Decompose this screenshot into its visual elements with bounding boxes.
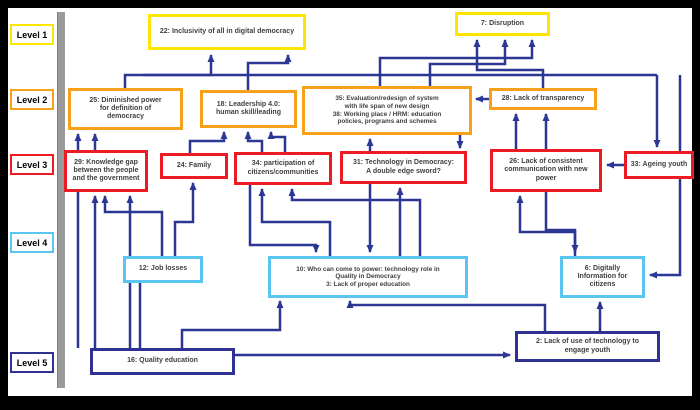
node-31-technology-democracy: 31: Technology in Democracy: A double ed… [340, 151, 467, 184]
level-4-label: Level 4 [10, 232, 54, 253]
node-26-communication: 26: Lack of consistent communication wit… [490, 149, 602, 192]
node-line: 3: Lack of proper education [326, 280, 410, 288]
node-line: 33: Ageing youth [630, 160, 688, 168]
node-line: communication with new [504, 166, 588, 174]
node-10-3-power-education: 10: Who can come to power: technology ro… [268, 256, 468, 298]
node-22-inclusivity: 22: Inclusivity of all in digital democr… [148, 14, 306, 50]
node-35-38-system-redesign: 35: Evaluation/redesign of system with l… [302, 86, 472, 135]
node-24-family: 24: Family [160, 153, 228, 179]
node-6-digital-information: 6: Digitally Information for citizens [560, 256, 645, 298]
node-line: and the government [72, 175, 140, 183]
node-line: 16: Quality education [127, 357, 198, 365]
node-line: 12: Job losses [138, 265, 188, 273]
node-line: between the people [73, 166, 139, 174]
node-line: power [535, 174, 557, 182]
node-16-quality-education: 16: Quality education [90, 348, 235, 375]
level-5-label: Level 5 [10, 352, 54, 373]
node-line: Information for [577, 272, 628, 280]
node-line: 6: Digitally [584, 264, 621, 272]
node-line: for definition of [99, 104, 152, 112]
node-2-technology-engage-youth: 2: Lack of use of technology to engage y… [515, 331, 660, 362]
node-line: 25: Diminished power [89, 96, 162, 104]
node-34-participation: 34: participation of citizens/communitie… [234, 152, 332, 185]
node-line: 34: participation of [251, 160, 315, 168]
node-line: 18: Leadership 4.0: [216, 100, 281, 108]
node-line: 7: Disruption [480, 19, 525, 27]
node-line: with life span of new design [344, 102, 430, 110]
node-line: 26: Lack of consistent [509, 158, 583, 166]
node-line: 31: Technology in Democracy: [352, 159, 454, 167]
node-line: 29: Knowledge gap [74, 158, 138, 166]
node-line: A double edge sword? [366, 167, 441, 175]
node-line: engage youth [564, 346, 611, 354]
node-line: 24: Family [176, 161, 212, 169]
node-line: 35: Evaluation/redesign of system [335, 95, 439, 103]
node-line: policies, programs and schemes [337, 118, 437, 126]
node-line: citizens [589, 281, 616, 289]
node-line: 22: Inclusivity of all in digital democr… [159, 27, 295, 35]
level-2-label: Level 2 [10, 89, 54, 110]
node-25-diminished-power: 25: Diminished power for definition of d… [68, 88, 183, 130]
node-line: 38: Working place / HRM: education [332, 110, 442, 118]
node-33-ageing-youth: 33: Ageing youth [624, 151, 694, 179]
node-18-leadership: 18: Leadership 4.0: human skill/leading [200, 90, 297, 128]
node-line: democracy [107, 113, 144, 121]
node-7-disruption: 7: Disruption [455, 12, 550, 36]
level-1-label: Level 1 [10, 24, 54, 45]
node-line: 10: Who can come to power: technology ro… [296, 265, 440, 273]
node-line: 2: Lack of use of technology to [535, 338, 640, 346]
level-axis-bar [57, 12, 65, 388]
node-line: 28: Lack of transparency [501, 94, 585, 102]
node-line: human skill/leading [216, 109, 281, 116]
level-3-label: Level 3 [10, 154, 54, 175]
node-28-lack-of-transparency: 28: Lack of transparency [489, 88, 597, 110]
node-line: citizens/communities [247, 168, 319, 176]
node-12-job-losses: 12: Job losses [123, 256, 203, 283]
node-line: Quality in Democracy [335, 273, 401, 281]
node-29-knowledge-gap: 29: Knowledge gap between the people and… [64, 150, 148, 192]
